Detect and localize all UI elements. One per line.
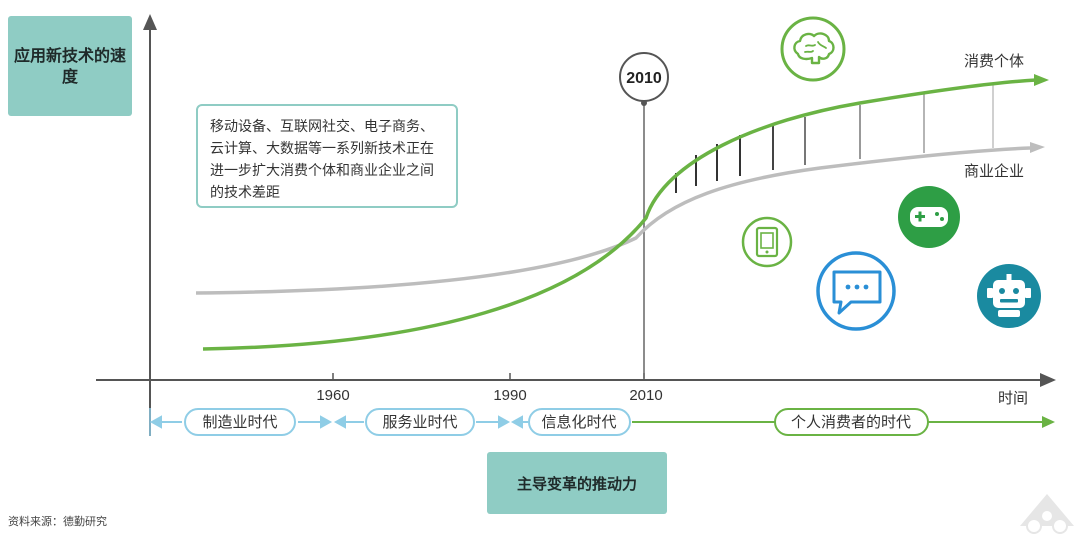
marker-2010-dot (641, 100, 647, 106)
era-pill-information (528, 408, 631, 436)
era-label-consumer: 个人消费者的时代 (791, 414, 911, 431)
note-box: 移动设备、互联网社交、电子商务、云计算、大数据等一系列新技术正在进一步扩大消费个… (196, 104, 458, 208)
consumer-curve (202, 78, 1037, 351)
driver-box: 主导变革的推动力 (487, 452, 667, 514)
era-arrowhead (320, 415, 333, 429)
y-axis-arrowhead (143, 14, 157, 30)
watermark-logo (1020, 494, 1074, 534)
tablet-icon (741, 216, 793, 268)
era-arrows (149, 415, 528, 429)
gap-lines (675, 85, 994, 193)
era-arrowhead (510, 415, 523, 429)
year-label-1960: 1960 (316, 387, 349, 404)
era-label-manufacturing: 制造业时代 (202, 414, 277, 431)
consumer-curve-label: 消费个体 (964, 53, 1024, 70)
x-axis-arrowhead (1040, 373, 1056, 387)
robot-icon (977, 264, 1041, 328)
brain-icon (780, 16, 846, 82)
year-label-1990: 1990 (493, 387, 526, 404)
y-axis-title: 应用新技术的速度 (8, 16, 132, 116)
marker-2010-label: 2010 (626, 70, 662, 87)
era-arrowhead (333, 415, 346, 429)
era-arrowhead (149, 415, 162, 429)
business-curve-label: 商业企业 (964, 162, 1024, 180)
business-curve (195, 146, 1031, 295)
consumer-era-arrowhead (1042, 416, 1055, 428)
business-curve-arrowhead (1030, 142, 1045, 153)
era-label-information: 信息化时代 (541, 414, 616, 431)
era-arrowhead (498, 415, 511, 429)
era-pill-consumer (774, 408, 929, 436)
x-axis-title: 时间 (998, 390, 1028, 407)
gamepad-icon (898, 186, 960, 248)
source-note: 资料来源：德勤研究 (8, 515, 107, 528)
era-pill-manufacturing (184, 408, 296, 436)
era-pill-service (365, 408, 475, 436)
year-label-2010: 2010 (629, 387, 662, 404)
era-label-service: 服务业时代 (382, 414, 457, 431)
consumer-curve-arrowhead (1034, 74, 1049, 86)
chat-icon (816, 251, 896, 331)
